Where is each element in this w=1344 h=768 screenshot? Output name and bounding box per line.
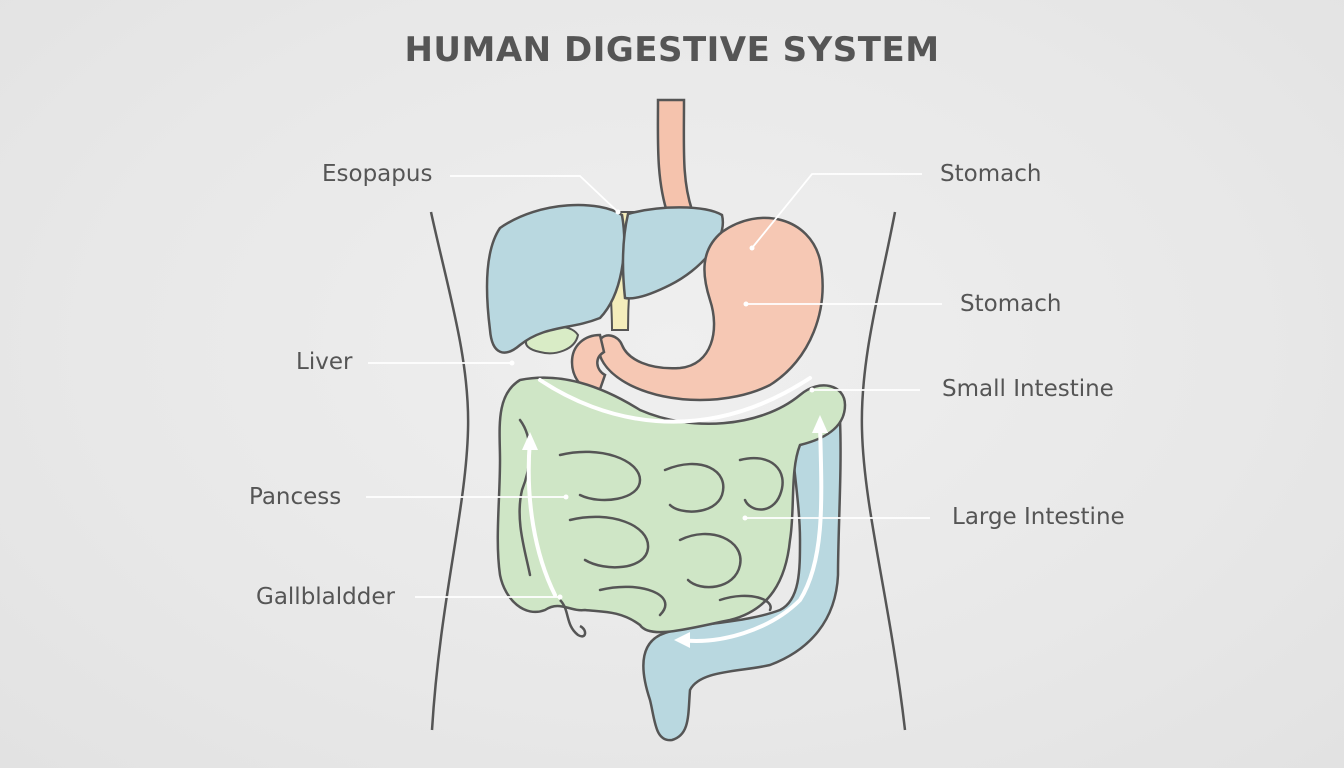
stomach-shape [597, 216, 824, 402]
small-intestine-coils [518, 418, 784, 617]
label-liver: Liver [296, 349, 353, 375]
flow-arrows [526, 376, 824, 643]
label-stomach-top: Stomach [940, 161, 1042, 187]
torso-outline-left [429, 211, 470, 731]
label-small-intestine: Small Intestine [942, 376, 1114, 402]
label-gallbladder: Gallblaldder [256, 584, 395, 610]
label-large-intestine: Large Intestine [952, 504, 1125, 530]
diagram-title: HUMAN DIGESTIVE SYSTEM [404, 30, 940, 70]
label-pancreas: Pancess [249, 484, 342, 510]
esophagus-shape [656, 98, 694, 217]
leader-endpoints [509, 209, 815, 600]
flow-arrowheads [522, 415, 828, 648]
large-intestine-shape [642, 398, 842, 742]
liver-left-lobe [485, 203, 626, 354]
label-stomach-mid: Stomach [960, 291, 1062, 317]
torso-outline-right [860, 211, 907, 731]
label-esophagus: Esopapus [322, 161, 433, 187]
liver-right-lobe [621, 206, 725, 300]
leader-lines [366, 173, 942, 598]
appendix-shape [559, 599, 587, 638]
